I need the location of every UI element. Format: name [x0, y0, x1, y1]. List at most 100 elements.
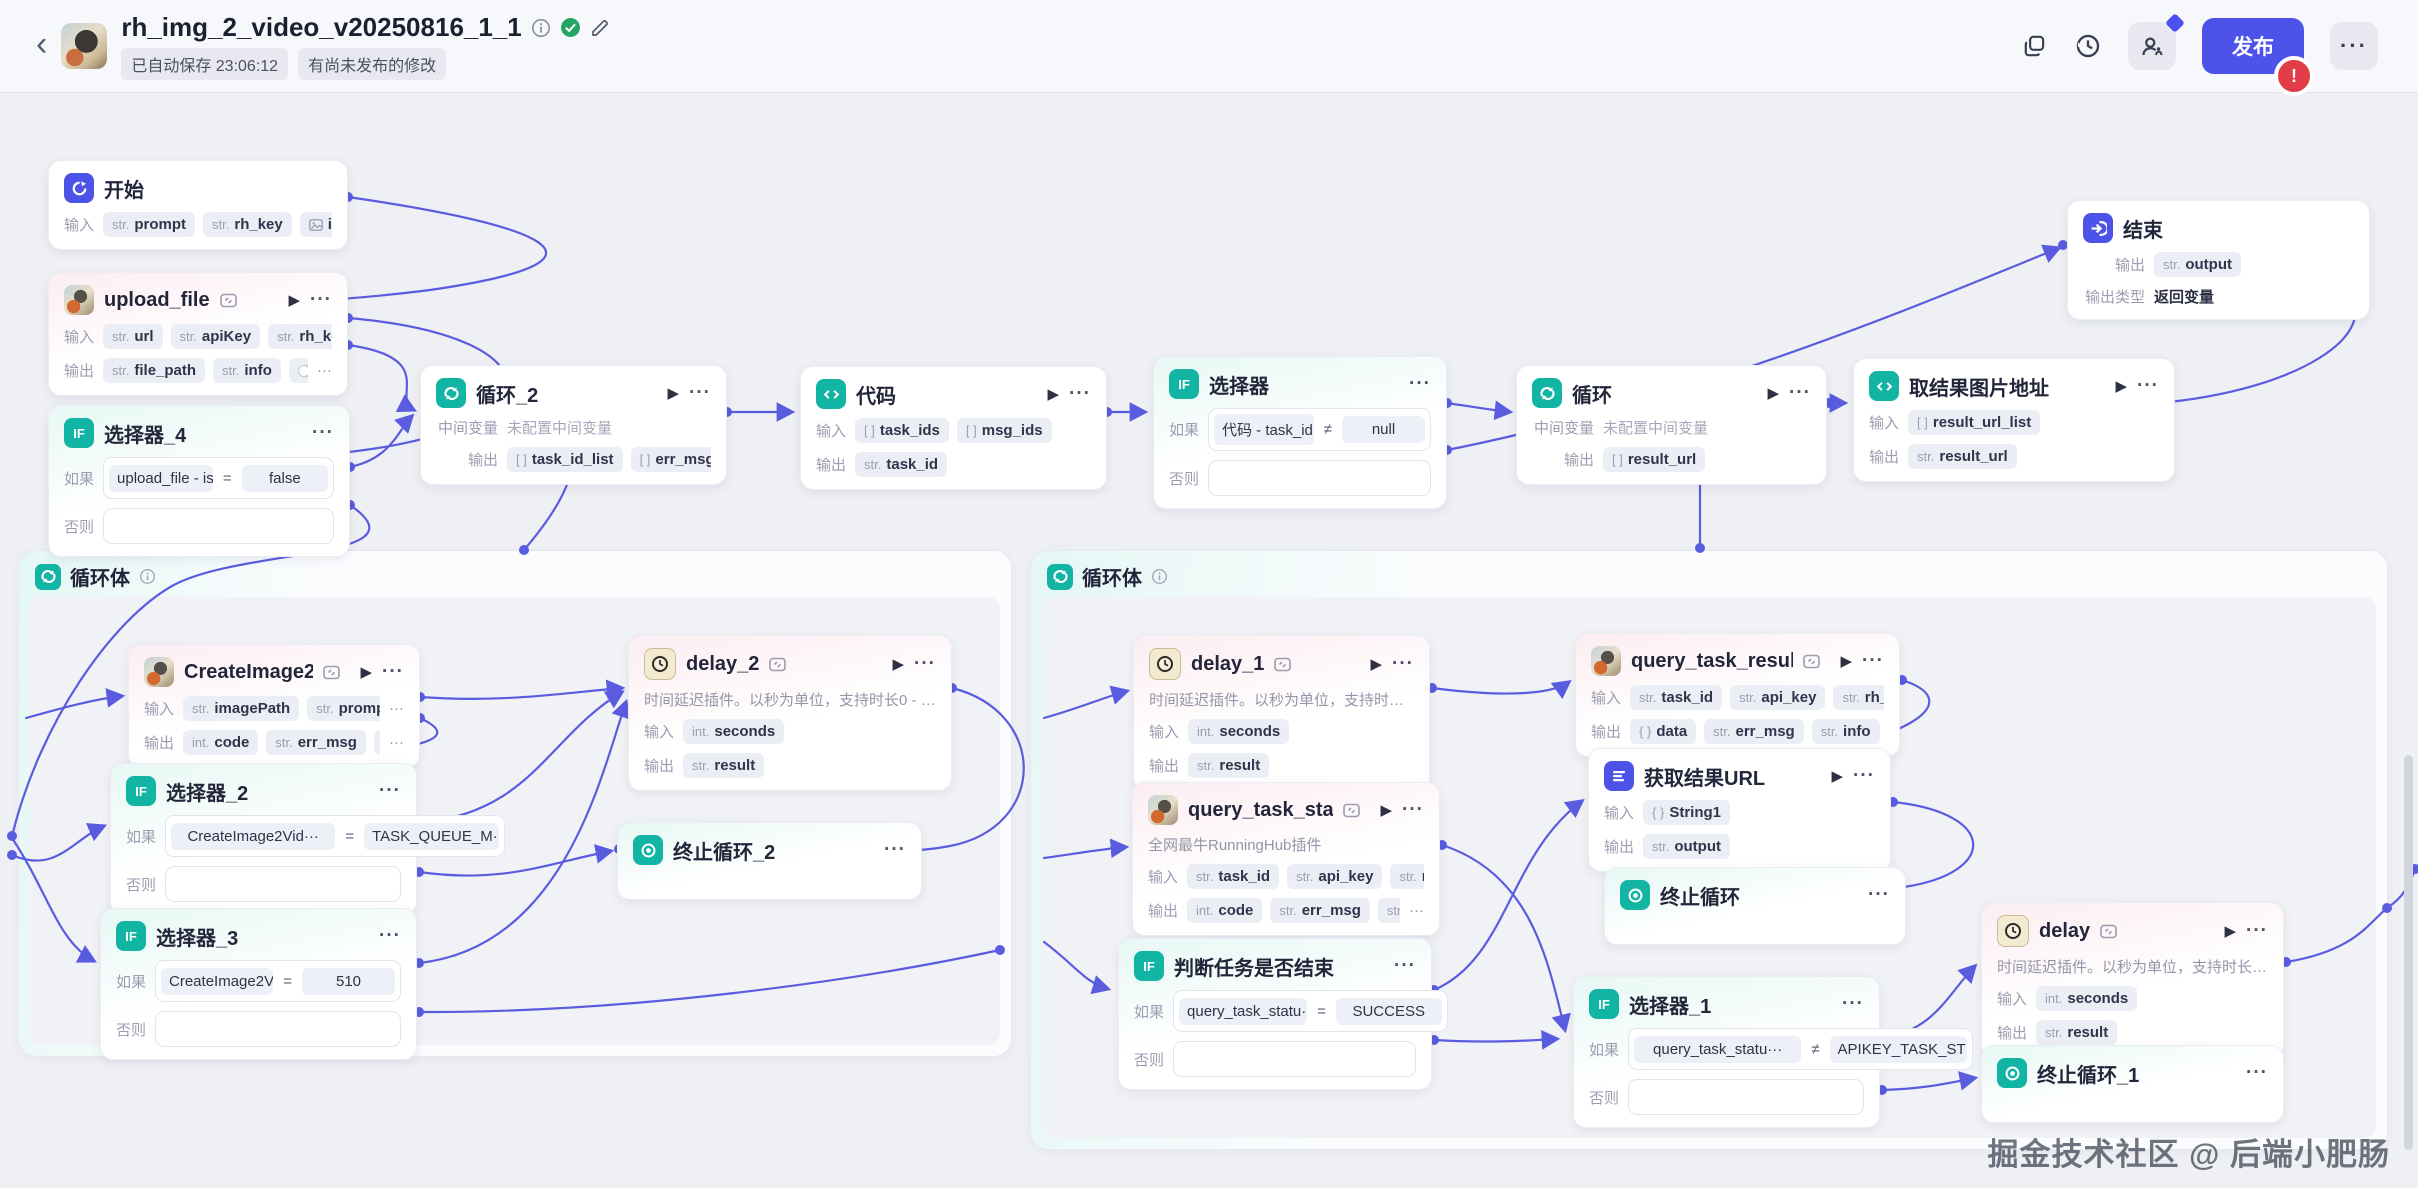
param-pill[interactable]: str.err_msg — [1270, 898, 1370, 923]
condition-box[interactable]: query_task_statu···≠APIKEY_TASK_ST··· — [1628, 1028, 1973, 1070]
param-pill[interactable]: str.api_key — [1730, 685, 1826, 710]
condition-box[interactable]: query_task_statu···=SUCCESS — [1173, 990, 1448, 1032]
else-box[interactable] — [1628, 1079, 1864, 1115]
param-pill[interactable]: str.prompt — [103, 212, 196, 237]
param-pill[interactable]: int.seconds — [2036, 986, 2138, 1011]
else-box[interactable] — [1208, 460, 1431, 496]
param-pill[interactable]: str.output — [2154, 252, 2241, 277]
param-pill[interactable]: str.api_key — [1287, 864, 1383, 889]
param-pill[interactable]: str.task_id — [1187, 864, 1280, 889]
row-more-button[interactable]: ··· — [317, 362, 332, 379]
param-pill[interactable]: str.rh_key — [203, 212, 292, 237]
condition-left-operand[interactable]: CreateImage2Vid··· — [171, 822, 336, 850]
param-pill[interactable]: str.info — [1811, 719, 1880, 744]
node-delay_1[interactable]: delay_1▶···时间延迟插件。以秒为单位，支持时长0 - 59秒。主要用于… — [1133, 635, 1430, 791]
run-node-button[interactable]: ▶ — [1370, 656, 1383, 673]
node-more-button[interactable]: ··· — [2246, 1062, 2268, 1083]
node-more-button[interactable]: ··· — [310, 289, 332, 310]
condition-left-operand[interactable]: upload_file - is··· — [109, 464, 213, 492]
node-more-button[interactable]: ··· — [1394, 955, 1416, 976]
param-pill[interactable]: [ ]msg_ids — [956, 418, 1052, 443]
condition-left-operand[interactable]: query_task_statu··· — [1179, 997, 1308, 1025]
param-pill[interactable]: str.task_id — [1630, 685, 1723, 710]
param-pill[interactable]: [ ]result_url — [1603, 447, 1706, 472]
run-node-button[interactable]: ▶ — [2115, 378, 2128, 395]
run-node-button[interactable]: ▶ — [2224, 923, 2237, 940]
param-pill[interactable]: str.err_msg — [266, 730, 366, 755]
info-icon[interactable] — [531, 18, 551, 38]
node-terminate_loop[interactable]: 终止循环··· — [1604, 867, 1906, 945]
param-pill[interactable]: int.code — [183, 730, 259, 755]
condition-right-operand[interactable]: 510 — [302, 967, 395, 995]
param-pill[interactable]: str.output — [1643, 834, 1730, 859]
param-pill[interactable]: str.info — [373, 730, 380, 755]
alert-badge[interactable]: ! — [2274, 56, 2314, 96]
param-pill[interactable]: [ ]task_id_list — [507, 447, 623, 472]
run-node-button[interactable]: ▶ — [288, 292, 301, 309]
condition-left-operand[interactable]: CreateImage2Vid··· — [161, 967, 274, 995]
vertical-scrollbar[interactable] — [2404, 755, 2413, 1150]
condition-right-operand[interactable]: SUCCESS — [1335, 997, 1442, 1025]
node-loop_2[interactable]: 循环_2▶···中间变量未配置中间变量输出[ ]task_id_list[ ]e… — [420, 365, 727, 485]
info-icon[interactable] — [139, 568, 156, 585]
node-more-button[interactable]: ··· — [312, 422, 334, 443]
row-more-button[interactable]: ··· — [389, 700, 404, 717]
param-pill[interactable]: str.rh_key — [268, 324, 332, 349]
node-start[interactable]: 开始输入str.promptstr.rh_keyimgstr.plugin_ke… — [48, 160, 348, 250]
param-pill[interactable]: str.imagePath — [183, 696, 300, 721]
param-pill[interactable]: str.file_path — [103, 358, 206, 383]
node-terminate_loop_2[interactable]: 终止循环_2··· — [617, 822, 922, 900]
edit-icon[interactable] — [590, 18, 610, 38]
param-pill[interactable]: str.result — [683, 753, 765, 778]
node-delay[interactable]: delay▶···时间延迟插件。以秒为单位，支持时长0 - 59秒。主要用于延迟… — [1981, 902, 2284, 1058]
param-pill[interactable]: str.task_id — [855, 452, 948, 477]
param-pill[interactable]: { }String1 — [1643, 800, 1730, 825]
row-more-button[interactable]: ··· — [1409, 902, 1424, 919]
run-node-button[interactable]: ▶ — [1831, 768, 1844, 785]
back-button[interactable]: ‹ — [36, 24, 48, 63]
run-node-button[interactable]: ▶ — [360, 664, 373, 681]
param-pill[interactable]: str.err_msg — [1704, 719, 1804, 744]
param-pill[interactable]: [ ]err_msg_list — [630, 447, 711, 472]
port-dot[interactable] — [7, 831, 17, 841]
header-more-button[interactable]: ··· — [2330, 22, 2378, 70]
condition-right-operand[interactable]: null — [1342, 416, 1425, 443]
node-more-button[interactable]: ··· — [1069, 383, 1091, 404]
condition-right-operand[interactable]: false — [241, 464, 328, 492]
param-pill[interactable]: str.result — [1188, 753, 1270, 778]
param-pill[interactable]: str.prompt — [307, 696, 380, 721]
node-delay_2[interactable]: delay_2▶···时间延迟插件。以秒为单位，支持时长0 - 59秒。主要用于… — [628, 635, 952, 791]
run-node-button[interactable]: ▶ — [892, 656, 905, 673]
node-more-button[interactable]: ··· — [1853, 765, 1875, 786]
node-more-button[interactable]: ··· — [379, 780, 401, 801]
node-more-button[interactable]: ··· — [1842, 993, 1864, 1014]
node-more-button[interactable]: ··· — [1862, 650, 1884, 671]
node-more-button[interactable]: ··· — [2246, 920, 2268, 941]
param-pill[interactable]: str.info — [213, 358, 281, 383]
node-more-button[interactable]: ··· — [382, 661, 404, 682]
condition-box[interactable]: upload_file - is···=false — [103, 457, 334, 499]
row-more-button[interactable]: ··· — [389, 734, 404, 751]
param-pill[interactable]: int.seconds — [1188, 719, 1290, 744]
run-node-button[interactable]: ▶ — [1767, 385, 1780, 402]
run-node-button[interactable]: ▶ — [1047, 386, 1060, 403]
port-dot[interactable] — [7, 850, 17, 860]
node-more-button[interactable]: ··· — [1392, 653, 1414, 674]
param-pill[interactable]: img — [299, 212, 332, 237]
param-pill[interactable]: int.code — [1187, 898, 1263, 923]
param-pill[interactable]: str.url — [103, 324, 163, 349]
else-box[interactable] — [103, 508, 334, 544]
run-node-button[interactable]: ▶ — [667, 385, 680, 402]
param-pill[interactable]: str.result — [2036, 1020, 2118, 1045]
history-icon[interactable] — [2074, 32, 2102, 60]
param-pill[interactable]: [ ]result_url_list — [1908, 410, 2041, 435]
else-box[interactable] — [165, 866, 401, 902]
